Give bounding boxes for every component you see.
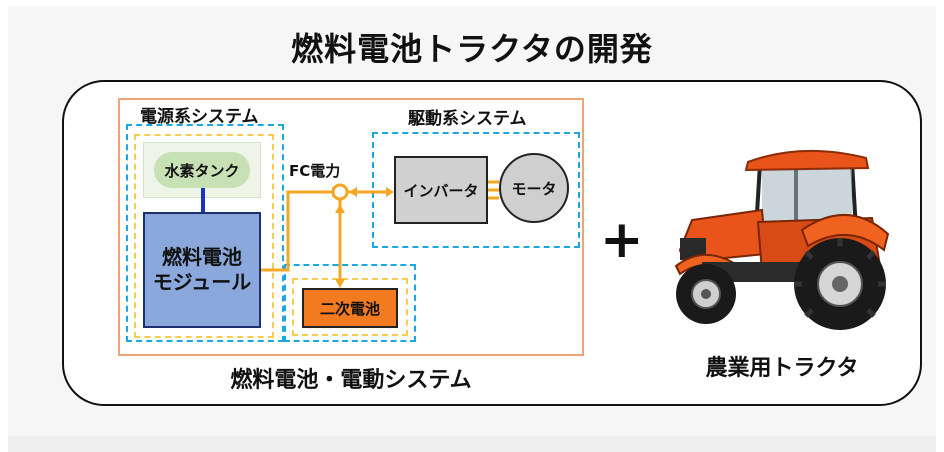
drive-system-label: 駆動系システム — [408, 109, 527, 129]
drive-system-boundary — [372, 132, 580, 248]
arrow-head-up — [335, 204, 345, 213]
fc-power-label: FC電力 — [289, 162, 341, 180]
tractor-illustration — [674, 149, 890, 330]
power-components-boundary — [134, 134, 274, 338]
slide-title: 燃料電池トラクタの開発 — [291, 30, 653, 68]
arrow-head-down — [335, 279, 345, 288]
hydrogen-tank: 水素タンク — [154, 152, 250, 188]
battery-components-boundary — [292, 278, 408, 336]
battery-subsystem-boundary — [284, 264, 416, 342]
rear-wheel-tread — [794, 238, 886, 318]
footer-band — [8, 436, 936, 452]
fc-system-frame — [118, 98, 584, 356]
power-junction-node — [331, 183, 349, 201]
rear-fender — [800, 213, 890, 252]
secondary-battery: 二次電池 — [302, 288, 398, 328]
fuel-cell-module: 燃料電池 モジュール — [143, 212, 261, 328]
motor-block: モータ — [499, 153, 569, 223]
cab-roof — [744, 149, 870, 172]
power-system-boundary — [126, 124, 284, 342]
arrow-head-left — [349, 187, 357, 197]
arrow-head-inverter — [386, 187, 394, 197]
inverter-block: インバータ — [394, 156, 488, 224]
hydrogen-supply-line — [201, 188, 205, 212]
power-system-label: 電源系システム — [140, 107, 259, 127]
plus-sign: + — [600, 210, 644, 270]
fc-output-line — [261, 190, 332, 272]
fc-electric-system-label: 燃料電池・電動システム — [230, 368, 472, 393]
tractor-label: 農業用トラクタ — [705, 356, 859, 381]
